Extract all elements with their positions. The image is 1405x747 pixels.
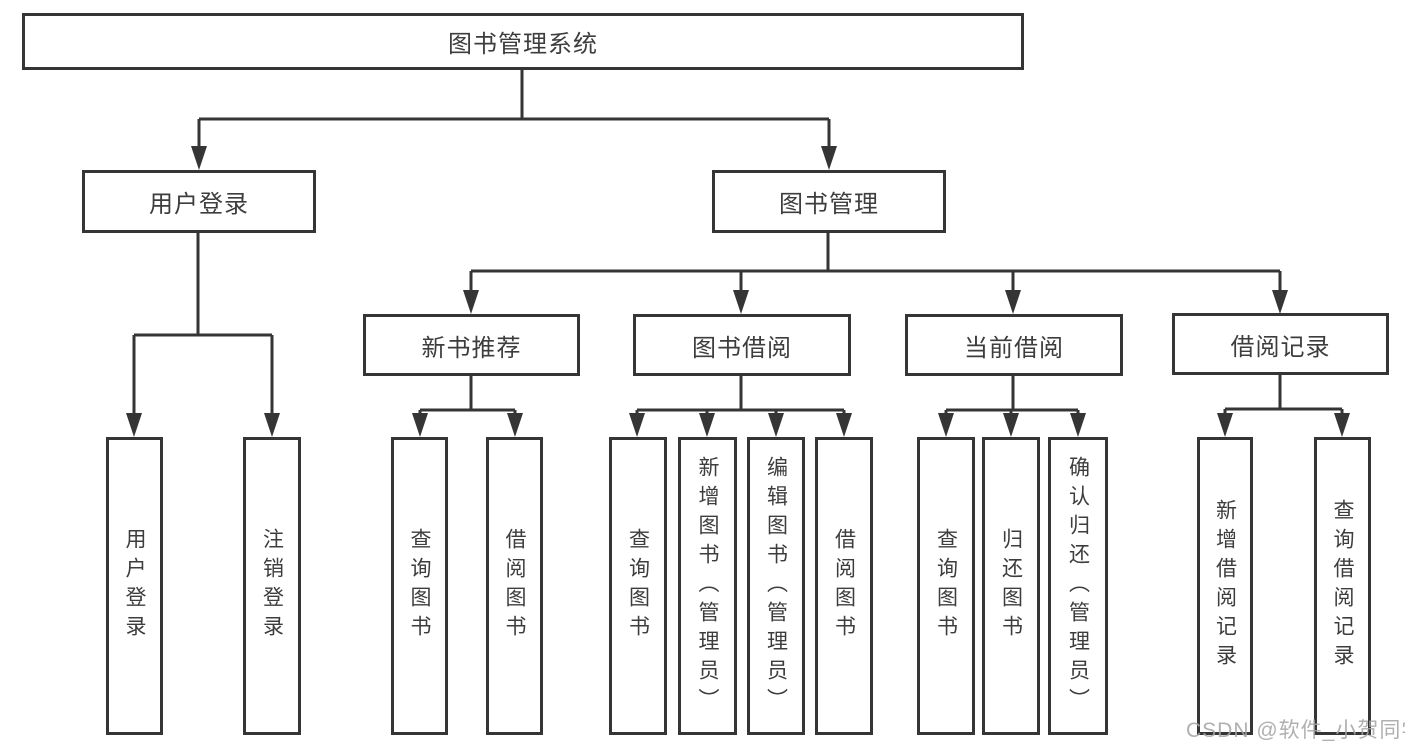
leaf-add-book-admin: 新增图书（管理员） — [678, 437, 737, 735]
leaf-edit-book-admin-label: 编辑图书（管理员） — [764, 455, 788, 717]
node-book-management-label: 图书管理 — [779, 191, 879, 218]
node-new-book-recommend: 新书推荐 — [363, 314, 580, 376]
leaf-query-book-current-label: 查询图书 — [934, 528, 958, 644]
leaf-query-book-recommend: 查询图书 — [391, 437, 448, 735]
leaf-borrow-book-label: 借阅图书 — [832, 528, 856, 644]
leaf-add-borrow-record: 新增借阅记录 — [1197, 437, 1253, 735]
leaf-borrow-book: 借阅图书 — [815, 437, 873, 735]
csdn-watermark: CSDN @软件_小贺同学 — [1186, 719, 1405, 742]
leaf-borrow-book-recommend-label: 借阅图书 — [503, 528, 526, 644]
leaf-return-book-label: 归还图书 — [999, 528, 1023, 644]
leaf-logout-label: 注销登录 — [260, 528, 284, 644]
node-book-borrow: 图书借阅 — [633, 314, 851, 376]
node-book-management: 图书管理 — [712, 170, 946, 233]
leaf-query-borrow-record-label: 查询借阅记录 — [1331, 499, 1354, 673]
node-current-borrow-label: 当前借阅 — [964, 334, 1064, 362]
leaf-logout: 注销登录 — [243, 437, 301, 735]
leaf-user-login: 用户登录 — [106, 437, 163, 735]
leaf-query-book-borrow: 查询图书 — [609, 437, 667, 735]
node-library-system-label: 图书管理系统 — [448, 31, 598, 58]
leaf-query-book-current: 查询图书 — [917, 437, 975, 735]
leaf-return-book: 归还图书 — [982, 437, 1040, 735]
arrowhead-icons — [126, 146, 1350, 437]
leaf-user-login-label: 用户登录 — [123, 528, 146, 644]
node-user-login: 用户登录 — [82, 170, 316, 233]
leaf-query-book-recommend-label: 查询图书 — [408, 528, 431, 644]
leaf-add-borrow-record-label: 新增借阅记录 — [1213, 499, 1237, 673]
node-user-login-label: 用户登录 — [149, 191, 249, 218]
leaf-confirm-return-admin: 确认归还（管理员） — [1048, 437, 1108, 735]
node-book-borrow-label: 图书借阅 — [692, 334, 792, 362]
leaf-query-borrow-record: 查询借阅记录 — [1314, 437, 1371, 735]
node-borrow-records-label: 借阅记录 — [1230, 333, 1331, 361]
node-current-borrow: 当前借阅 — [905, 314, 1123, 376]
leaf-add-book-admin-label: 新增图书（管理员） — [696, 455, 719, 717]
node-library-system: 图书管理系统 — [22, 13, 1024, 70]
node-new-book-recommend-label: 新书推荐 — [421, 334, 522, 362]
leaf-query-book-borrow-label: 查询图书 — [626, 528, 650, 644]
leaf-borrow-book-recommend: 借阅图书 — [486, 437, 543, 735]
leaf-edit-book-admin: 编辑图书（管理员） — [747, 437, 805, 735]
node-borrow-records: 借阅记录 — [1172, 313, 1389, 375]
leaf-confirm-return-admin-label: 确认归还（管理员） — [1066, 455, 1090, 717]
